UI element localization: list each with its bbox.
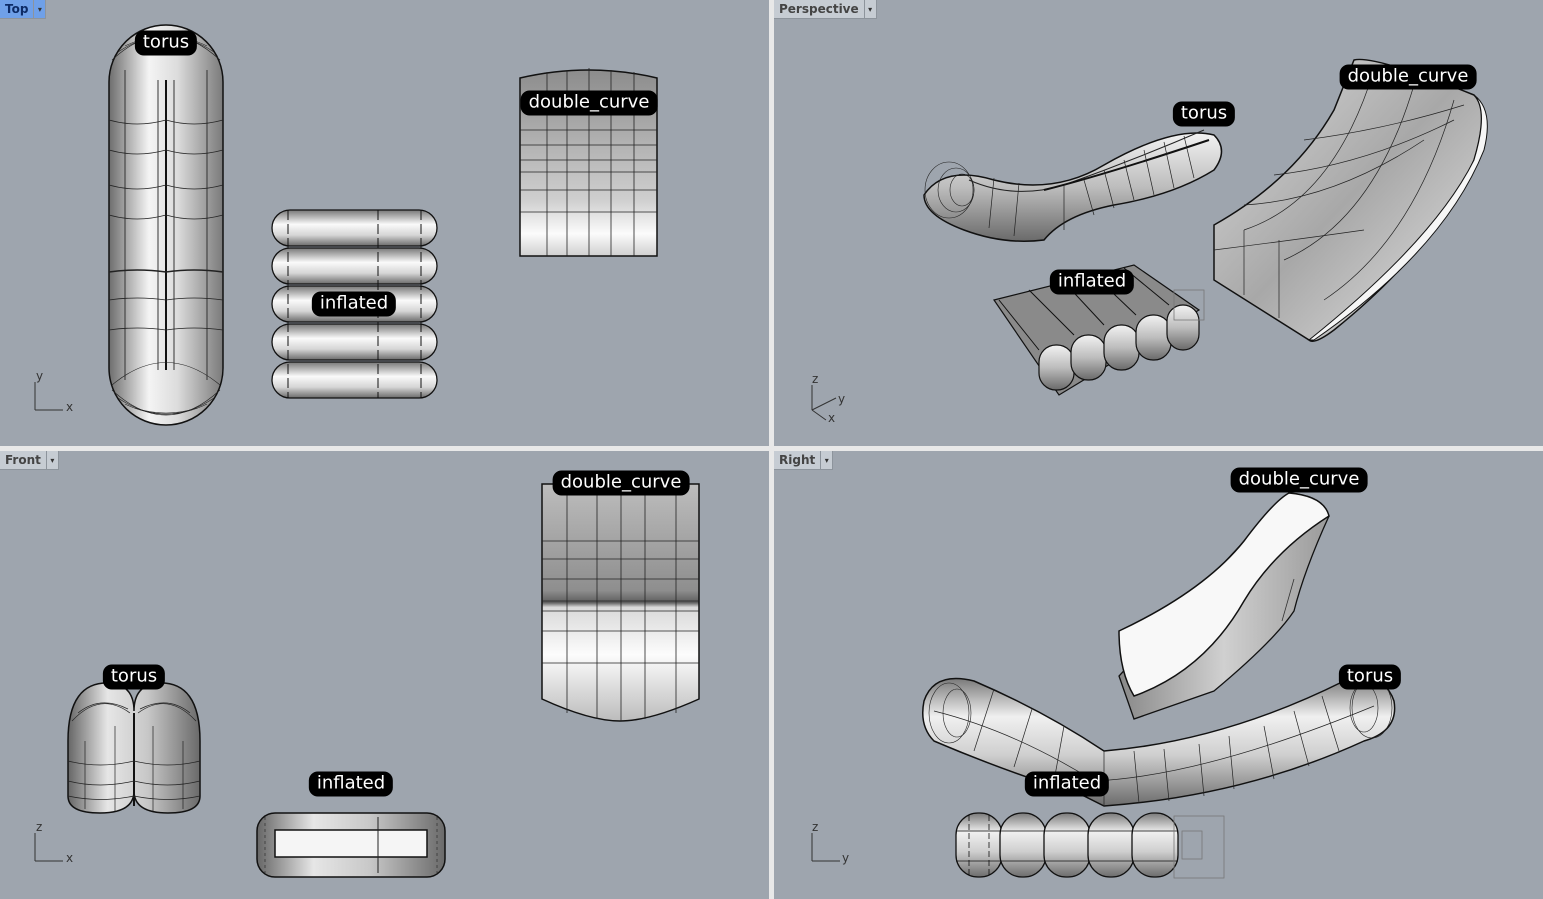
- persp-label-torus: torus: [1172, 101, 1236, 127]
- viewport-tab-right[interactable]: Right ▾: [774, 451, 834, 470]
- viewport-tab-perspective[interactable]: Perspective ▾: [774, 0, 877, 19]
- right-axis-y-label: y: [842, 851, 850, 865]
- viewport-right[interactable]: z y double_curve torus inflated Right ▾: [774, 451, 1543, 899]
- top-label-double-curve: double_curve: [520, 90, 658, 116]
- front-label-torus: torus: [102, 664, 166, 690]
- viewport-title-right[interactable]: Right: [774, 451, 822, 470]
- persp-torus-shape: [923, 129, 1223, 242]
- persp-axis-x-label: x: [828, 411, 836, 425]
- persp-axis-z-label: z: [812, 372, 819, 386]
- viewport-title-perspective[interactable]: Perspective: [774, 0, 865, 19]
- right-axis-z-label: z: [812, 820, 819, 834]
- right-label-double-curve: double_curve: [1230, 467, 1368, 493]
- viewport-front[interactable]: z x double_curve torus inflated Front ▾: [0, 451, 769, 899]
- right-label-torus: torus: [1338, 664, 1402, 690]
- viewport-title-front[interactable]: Front: [0, 451, 47, 470]
- top-axis-x-label: x: [66, 400, 74, 414]
- front-axis-x-label: x: [66, 851, 74, 865]
- top-axis-y-label: y: [36, 369, 44, 383]
- chevron-down-icon[interactable]: ▾: [46, 451, 59, 470]
- viewport-tab-top[interactable]: Top ▾: [0, 0, 47, 19]
- persp-axis-triad: [811, 385, 837, 421]
- right-axis-triad: [811, 833, 840, 862]
- persp-label-inflated: inflated: [1049, 269, 1135, 295]
- chevron-down-icon[interactable]: ▾: [864, 0, 877, 19]
- persp-inflated-shape: [993, 264, 1205, 396]
- top-torus-shape: [108, 24, 224, 426]
- right-double-curve-shape: [1118, 492, 1330, 720]
- perspective-scene: [811, 58, 1488, 421]
- front-axis-z-label: z: [36, 820, 43, 834]
- top-axis-triad: [34, 382, 63, 411]
- viewport-title-top[interactable]: Top: [0, 0, 35, 19]
- top-label-inflated: inflated: [311, 291, 397, 317]
- front-double-curve-shape: [541, 483, 700, 722]
- right-inflated-shape: [955, 812, 1225, 879]
- top-scene: [34, 24, 658, 426]
- viewport-top[interactable]: y x torus double_curve inflated Top ▾: [0, 0, 769, 446]
- chevron-down-icon[interactable]: ▾: [821, 451, 834, 470]
- right-label-inflated: inflated: [1024, 771, 1110, 797]
- persp-double-curve-shape: [1213, 58, 1488, 342]
- front-label-inflated: inflated: [308, 771, 394, 797]
- top-label-torus: torus: [134, 30, 198, 56]
- front-label-double-curve: double_curve: [552, 470, 690, 496]
- front-axis-triad: [34, 833, 63, 862]
- viewport-divider-horizontal[interactable]: [0, 446, 1543, 451]
- front-torus-shape: [67, 682, 201, 814]
- right-scene: [811, 492, 1396, 879]
- top-inflated-shape: [271, 209, 438, 399]
- front-scene: [34, 483, 700, 878]
- persp-axis-y-label: y: [838, 392, 846, 406]
- front-inflated-shape: [256, 812, 446, 878]
- viewport-tab-front[interactable]: Front ▾: [0, 451, 59, 470]
- viewport-perspective[interactable]: z y x double_curve torus inflated Perspe…: [774, 0, 1543, 446]
- chevron-down-icon[interactable]: ▾: [34, 0, 47, 19]
- persp-label-double-curve: double_curve: [1339, 64, 1477, 90]
